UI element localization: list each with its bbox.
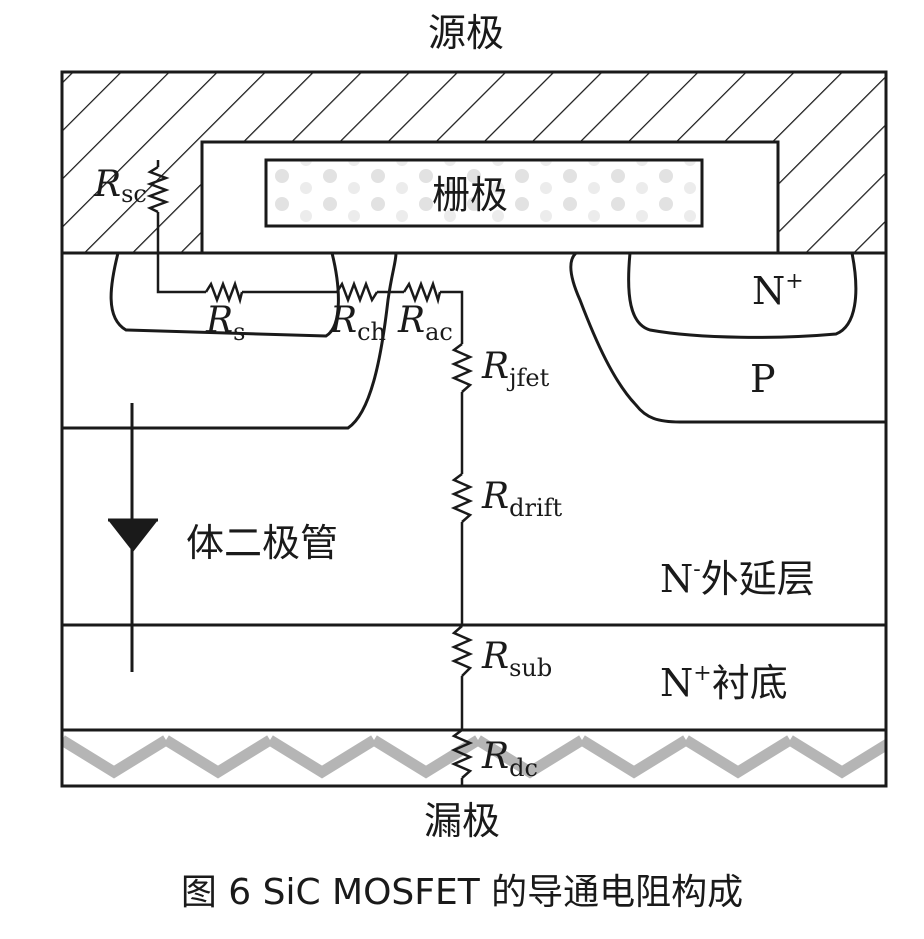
resistor-sub-label: Rsub	[481, 636, 552, 682]
drain-metal	[60, 728, 888, 788]
resistor-sc-symbol	[146, 165, 170, 214]
epi-layer-label: N-外延层	[660, 557, 815, 601]
p-region-label: P	[750, 357, 776, 401]
resistor-dc-label: Rdc	[481, 736, 538, 782]
resistor-sub-symbol	[450, 625, 474, 677]
current-path-wire-5	[440, 290, 464, 344]
resistor-jfet-label: Rjfet	[481, 346, 550, 392]
current-path-wire-2	[156, 212, 206, 294]
left-p-well	[62, 252, 398, 430]
n-plus-label: N+	[752, 269, 804, 313]
body-diode-triangle	[108, 520, 158, 552]
left-n-plus	[109, 252, 340, 338]
substrate-label: N+衬底	[660, 661, 788, 705]
resistor-ch-symbol	[335, 280, 379, 304]
resistor-dc-symbol	[450, 729, 474, 779]
resistor-drift-label: Rdrift	[481, 476, 563, 522]
right-p-well	[569, 251, 886, 424]
figure-caption: 图 6 SiC MOSFET 的导通电阻构成	[181, 872, 743, 913]
resistor-jfet-symbol	[450, 343, 474, 393]
source-label: 源极	[428, 11, 504, 55]
body-diode-label: 体二极管	[186, 521, 338, 565]
semiconductor-body	[60, 251, 888, 788]
gate-label: 栅极	[432, 173, 508, 217]
resistor-drift-symbol	[450, 473, 474, 523]
resistor-s-symbol	[204, 280, 244, 305]
right-n-plus	[627, 252, 858, 339]
resistor-ac-label: Rac	[397, 300, 453, 346]
drain-label: 漏极	[424, 799, 500, 843]
resistor-s-label: Rs	[205, 300, 245, 346]
resistor-sc-label: Rsc	[93, 164, 147, 208]
resistor-ch-label: Rch	[329, 300, 386, 346]
gate-poly	[264, 158, 704, 228]
resistor-ac-symbol	[402, 280, 442, 305]
